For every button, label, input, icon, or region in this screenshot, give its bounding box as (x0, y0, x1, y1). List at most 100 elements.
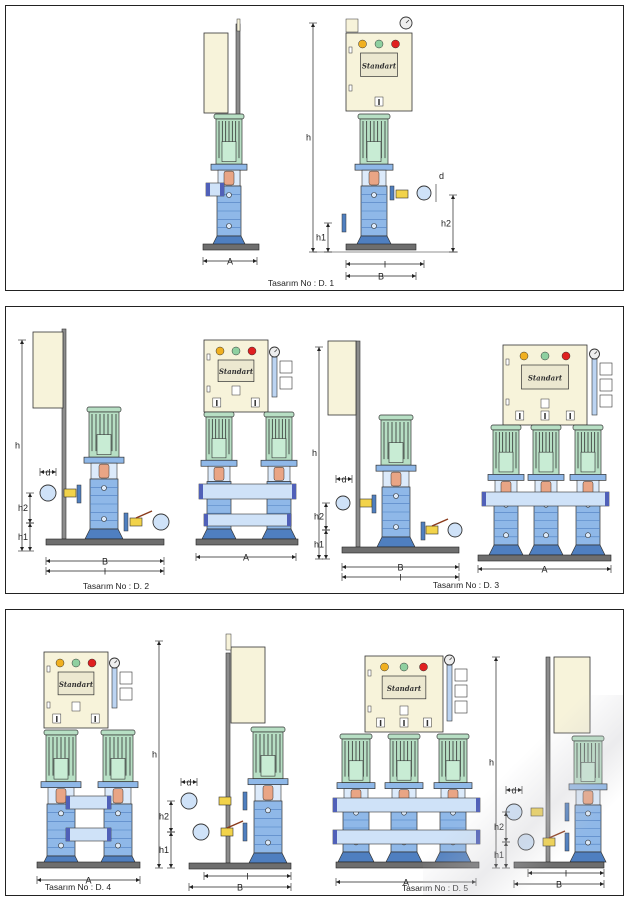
motor-plate (388, 442, 404, 463)
manifold-cap (107, 828, 111, 841)
motor-flange (433, 782, 473, 789)
base-frame (45, 538, 165, 546)
pump-foot (84, 528, 124, 540)
manifold-cap (333, 830, 337, 844)
ball-valve (63, 488, 77, 498)
valve-body (220, 827, 234, 837)
arrow-icon (37, 878, 41, 882)
arrow-icon (324, 526, 328, 530)
arrow-icon (528, 871, 532, 875)
pump-unit (83, 406, 125, 540)
dimension-label-B: B (237, 883, 243, 893)
base-plate (45, 538, 165, 546)
dimension-d: d (39, 468, 57, 478)
motor-flange (375, 464, 417, 472)
arrow-icon (160, 559, 164, 563)
manifold-cap (66, 828, 70, 841)
header-pipe (152, 513, 170, 531)
motor-flange (83, 456, 125, 464)
arrow-icon (346, 262, 350, 266)
arrow-icon (348, 477, 352, 481)
arrow-icon (28, 519, 32, 523)
valve-body (218, 796, 232, 806)
flange (564, 832, 570, 852)
pump-unit (200, 411, 238, 540)
dimension-B: B (513, 880, 605, 890)
arrow-icon (157, 641, 161, 645)
motor-cap (250, 726, 286, 733)
ball-valve (129, 510, 153, 527)
valve-body (542, 837, 556, 847)
dimension-l: l (527, 869, 605, 879)
arrow-icon (181, 780, 185, 784)
hinge-icon (505, 358, 510, 366)
motor-plate (271, 438, 287, 459)
arrow-icon (346, 274, 350, 278)
dimension-h2: h2 (18, 492, 34, 524)
support-pole (545, 656, 551, 863)
arrow-icon (420, 262, 424, 266)
arrow-icon (157, 864, 161, 868)
green-lamp-icon (231, 346, 241, 356)
arrow-icon (40, 470, 44, 474)
pump-foot (261, 528, 297, 540)
dimension-h1: h1 (159, 831, 175, 869)
outlet-flange (389, 185, 395, 201)
dimension-label-d: d (439, 171, 444, 181)
arrow-icon (600, 871, 604, 875)
pump-unit (97, 729, 139, 867)
header-pipe-circle (152, 513, 170, 531)
dimension-B: B (345, 272, 417, 282)
base-plate (202, 243, 260, 251)
manifold-cap (476, 798, 480, 812)
red-lamp-icon (247, 346, 257, 356)
header-pipe-circle (180, 792, 198, 810)
pump-unit (527, 424, 565, 556)
port-bolt (115, 810, 121, 817)
dimension-h: h (489, 656, 500, 869)
arrow-icon (494, 657, 498, 661)
motor-plate (53, 758, 69, 780)
pressure-switch-icon (599, 378, 613, 392)
cabinet-body (327, 340, 357, 416)
motor-cap (571, 735, 605, 742)
dimension-h: h (152, 640, 163, 869)
gauge-pipe (111, 667, 118, 709)
header-pipe (335, 495, 351, 511)
gauge-pipe (446, 664, 453, 722)
dimension-l: l (341, 573, 460, 583)
main-switch-icon (399, 705, 409, 716)
port-bolt (226, 223, 232, 229)
motor-flange (487, 474, 525, 481)
arrow-icon (28, 523, 32, 527)
manifold-pipe (332, 829, 481, 845)
gauge-needle (594, 351, 598, 355)
flange (420, 521, 426, 541)
manifold (198, 483, 297, 500)
ball-valve (542, 830, 566, 847)
base-plate (341, 546, 460, 554)
arrow-icon (472, 880, 476, 884)
hinge-icon (367, 669, 372, 677)
cabinet-body (553, 656, 591, 734)
port-bolt (58, 842, 64, 849)
valve-body (530, 807, 544, 817)
port-bolt (503, 532, 509, 538)
base-frame (513, 861, 605, 869)
motor-cap (357, 113, 391, 120)
arrow-icon (455, 575, 459, 579)
dimension-label-A: A (227, 257, 233, 267)
motor-cap (100, 729, 136, 736)
gauge-pipe (271, 356, 278, 398)
motor-cap (530, 424, 562, 431)
dimension-B: B (188, 883, 292, 893)
manifold (65, 795, 112, 810)
port-bolt (101, 485, 107, 491)
motor-plate (498, 451, 514, 473)
dimension-label-l: l (247, 872, 249, 882)
dimension-label-A: A (403, 878, 409, 888)
